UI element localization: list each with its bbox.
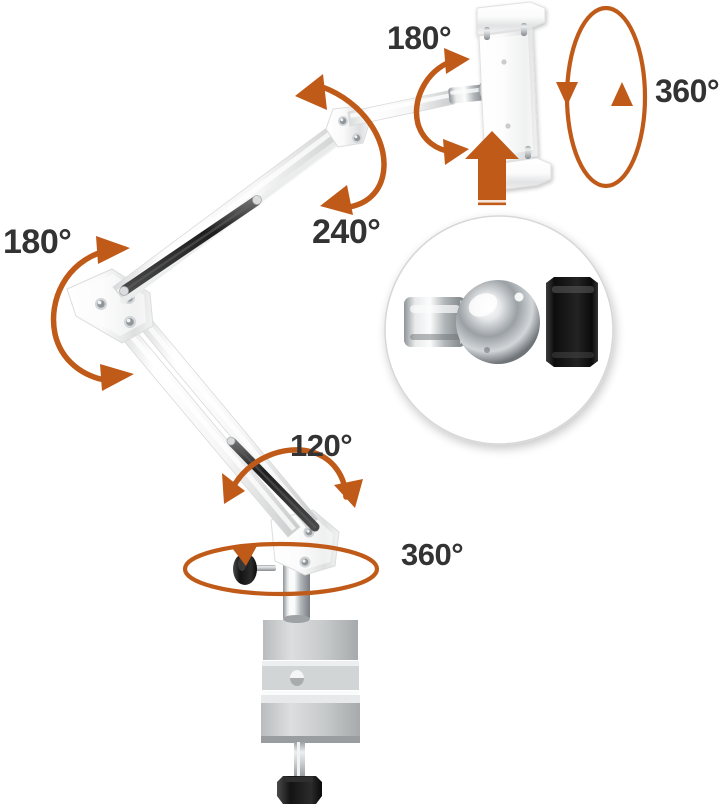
- arrow-180-elbow: [50, 236, 134, 391]
- label-rotation-180-elbow: 180°: [3, 223, 72, 261]
- desk-clamp: [261, 620, 360, 804]
- arrow-180-head: [413, 48, 470, 165]
- arrow-120-lower: [222, 447, 363, 508]
- upper-arm: [112, 114, 357, 305]
- lower-arm: [112, 312, 320, 538]
- arrow-360-base: [182, 541, 380, 597]
- lower-arm-spring: [226, 436, 320, 532]
- rotation-arrows: [50, 5, 648, 597]
- inset-callout-arrow: [465, 131, 519, 213]
- label-rotation-120-lower: 120°: [290, 428, 353, 463]
- label-rotation-360-head: 360°: [655, 73, 720, 109]
- tablet-grip-top: [476, 1, 546, 36]
- ball-joint-detail-inset: [384, 215, 614, 445]
- base-post: [283, 562, 310, 623]
- tablet-bracket: [476, 1, 552, 193]
- upper-arm-spring: [119, 195, 262, 296]
- label-rotation-240-upper: 240°: [312, 213, 381, 251]
- label-rotation-360-base: 360°: [401, 537, 464, 572]
- label-rotation-180-head: 180°: [387, 20, 452, 56]
- clamp-screw-handle: [277, 776, 322, 804]
- top-horizontal-arm: [347, 84, 488, 127]
- arrow-240-upper: [295, 74, 387, 215]
- inset-ball: [456, 280, 540, 364]
- inset-collar: [546, 277, 598, 367]
- arrow-360-head: [556, 5, 648, 189]
